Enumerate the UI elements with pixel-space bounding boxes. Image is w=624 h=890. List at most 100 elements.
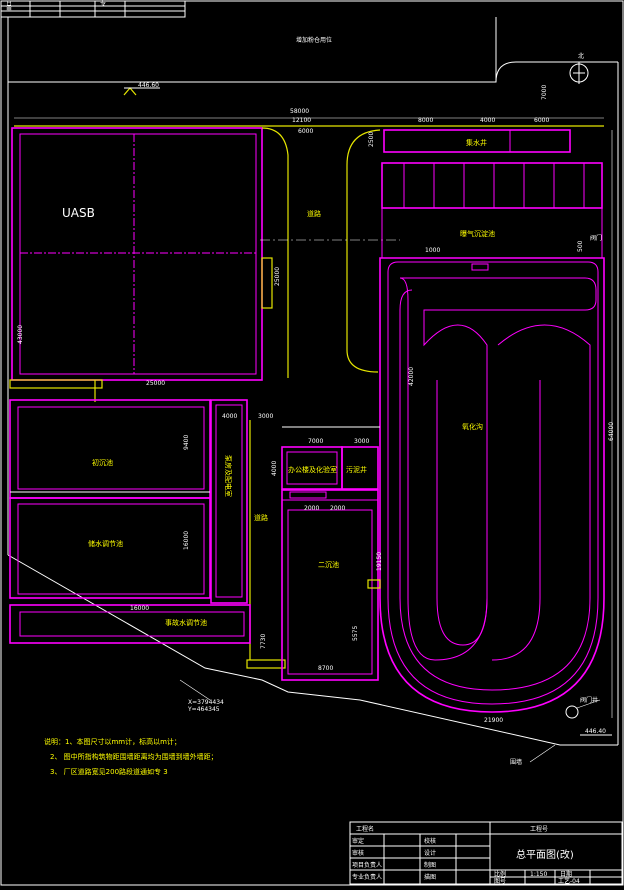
- oxidation-ditch: 氧化沟: [379, 257, 605, 713]
- svg-text:2、 图中所指构筑物距围墙距离均为围墙到墙外墙距；: 2、 图中所指构筑物距围墙距离均为围墙到墙外墙距；: [50, 752, 218, 761]
- aeration-tank: 曝气沉淀池 1000 500 阀门: [381, 162, 603, 259]
- pump-room: 泵房及配电室 4000: [210, 399, 248, 604]
- level-mark-bottom: 446.40: [580, 728, 612, 736]
- svg-text:事故水调节池: 事故水调节池: [165, 618, 207, 627]
- top-label: 增加粉仓用位: [296, 36, 332, 44]
- uasb-label: UASB: [62, 206, 95, 220]
- svg-text:阀门井: 阀门井: [580, 696, 598, 704]
- title-block: 工程名 工程号 审定 校核 审核 设计 项目负责人 制图 专业负责人 描图 总平…: [349, 821, 623, 885]
- svg-text:3000: 3000: [258, 413, 273, 420]
- svg-text:阀门: 阀门: [590, 234, 602, 242]
- gate-callout: 阀门井: [565, 696, 601, 719]
- sludge-well: 污泥井 3000: [341, 438, 379, 490]
- primary-clarifier: 初沉池 9400: [9, 399, 211, 499]
- svg-text:校核: 校核: [424, 837, 436, 845]
- fence-callout: 围墙: [510, 744, 556, 766]
- svg-text:道路: 道路: [254, 513, 268, 522]
- svg-text:说明：1、本图尺寸以mm计，标高以m计；: 说明：1、本图尺寸以mm计，标高以m计；: [44, 737, 181, 746]
- emergency-tank: 事故水调节池 16000: [9, 604, 286, 669]
- collecting-well: 集水井 2500: [368, 129, 571, 153]
- svg-text:制图: 制图: [424, 861, 436, 869]
- svg-text:64000: 64000: [608, 422, 615, 441]
- svg-text:4000: 4000: [480, 117, 495, 124]
- svg-text:21900: 21900: [484, 717, 503, 724]
- svg-text:图号: 图号: [494, 878, 506, 885]
- level-mark-top: 446.60: [123, 82, 160, 96]
- svg-text:描图: 描图: [424, 873, 436, 881]
- svg-text:审定: 审定: [352, 837, 364, 845]
- svg-text:58000: 58000: [290, 108, 309, 115]
- svg-text:2000: 2000: [330, 505, 345, 512]
- svg-text:工程号: 工程号: [530, 825, 548, 833]
- svg-text:1:150: 1:150: [530, 871, 547, 878]
- svg-text:8000: 8000: [418, 117, 433, 124]
- svg-text:19150: 19150: [376, 552, 383, 571]
- north-label: 北: [578, 52, 584, 60]
- svg-text:7730: 7730: [260, 634, 267, 649]
- svg-text:6000: 6000: [534, 117, 549, 124]
- drawing-title: 总平面图(改): [516, 848, 574, 861]
- svg-text:1000: 1000: [425, 247, 440, 254]
- svg-text:集水井: 集水井: [466, 138, 487, 147]
- svg-text:4000: 4000: [222, 413, 237, 420]
- svg-text:氧化沟: 氧化沟: [462, 422, 483, 431]
- svg-text:X=3794434: X=3794434: [188, 699, 224, 706]
- equalization-tank: 储水调节池 16000: [9, 491, 211, 599]
- svg-text:二沉池: 二沉池: [318, 560, 339, 569]
- site-boundary: [7, 17, 619, 746]
- notes-block: 说明：1、本图尺寸以mm计，标高以m计； 2、 图中所指构筑物距围墙距离均为围墙…: [44, 737, 218, 776]
- svg-text:3000: 3000: [354, 438, 369, 445]
- svg-text:曝气沉淀池: 曝气沉淀池: [460, 229, 495, 238]
- svg-text:8700: 8700: [318, 665, 333, 672]
- svg-text:比例: 比例: [494, 870, 506, 878]
- svg-text:Y=464345: Y=464345: [187, 706, 220, 713]
- svg-text:25000: 25000: [274, 267, 281, 286]
- svg-text:16000: 16000: [130, 605, 149, 612]
- coordinate-mark: X=3794434 Y=464345: [179, 679, 224, 713]
- dim-top: 58000 12100 6000 8000 4000 6000 7000: [14, 85, 604, 135]
- svg-text:6000: 6000: [298, 128, 313, 135]
- header-r2: 审: [6, 5, 12, 13]
- svg-text:初沉池: 初沉池: [92, 458, 113, 467]
- header-r3: 专: [100, 0, 106, 8]
- svg-text:4000: 4000: [271, 461, 278, 476]
- header-strip: 日 审 专: [0, 0, 186, 18]
- svg-text:专业负责人: 专业负责人: [352, 873, 382, 881]
- svg-text:项目负责人: 项目负责人: [352, 861, 382, 869]
- svg-text:泵房及配电室: 泵房及配电室: [224, 455, 233, 497]
- header-r1: 日: [6, 1, 12, 8]
- office-building: 办公楼及化验室 7000 4000: [271, 426, 380, 490]
- svg-text:污泥井: 污泥井: [346, 465, 367, 474]
- svg-text:5575: 5575: [352, 626, 359, 641]
- svg-text:2500: 2500: [368, 132, 375, 147]
- svg-text:500: 500: [577, 240, 584, 252]
- svg-text:446.60: 446.60: [138, 82, 159, 89]
- svg-text:12100: 12100: [292, 117, 311, 124]
- svg-text:42000: 42000: [408, 367, 415, 386]
- road-2: 道路 3000: [249, 413, 273, 660]
- svg-text:设计: 设计: [424, 849, 436, 857]
- road-1: 道路: [260, 127, 400, 378]
- uasb-tank: UASB: [9, 127, 273, 402]
- svg-text:工艺-04: 工艺-04: [558, 877, 580, 885]
- svg-text:7000: 7000: [308, 438, 323, 445]
- svg-text:工程名: 工程名: [356, 825, 374, 833]
- road-1-label: 道路: [307, 209, 321, 218]
- svg-text:16000: 16000: [183, 531, 190, 550]
- north-arrow: 北: [569, 52, 589, 84]
- svg-text:审核: 审核: [352, 849, 364, 857]
- svg-text:储水调节池: 储水调节池: [88, 539, 123, 548]
- svg-text:围墙: 围墙: [510, 758, 522, 766]
- svg-text:9400: 9400: [183, 435, 190, 450]
- svg-text:3、 厂区道路宽见200路段道通如专 3: 3、 厂区道路宽见200路段道通如专 3: [50, 767, 168, 776]
- svg-text:43000: 43000: [17, 325, 24, 344]
- secondary-clarifier: 二沉池 2000 2000 8700 19150 5575 7730: [260, 489, 383, 681]
- svg-text:2000: 2000: [304, 505, 319, 512]
- svg-text:446.40: 446.40: [585, 728, 606, 735]
- svg-text:25000: 25000: [146, 380, 165, 387]
- svg-text:日期: 日期: [560, 870, 572, 878]
- svg-text:办公楼及化验室: 办公楼及化验室: [288, 465, 337, 474]
